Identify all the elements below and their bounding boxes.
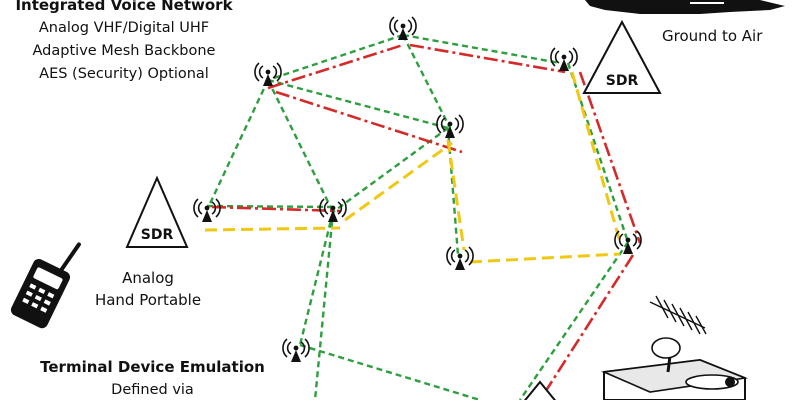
radio-node-icon — [193, 198, 221, 223]
network-header: Integrated Voice Network Analog VHF/Digi… — [4, 0, 244, 86]
link-red — [538, 254, 635, 400]
emulation-block: Terminal Device Emulation Defined via — [20, 356, 285, 400]
link-yellow — [446, 139, 466, 251]
radio-node-icon — [389, 16, 417, 41]
header-line: Analog VHF/Digital UHF — [38, 20, 210, 36]
link-yellow — [469, 252, 621, 264]
hand-portable-line: Analog — [122, 269, 174, 287]
radio-node-icon — [254, 62, 282, 87]
link-green — [519, 241, 629, 400]
handheld-radio-icon — [10, 242, 81, 329]
sdr-triangle-bottom — [523, 380, 557, 400]
header-line: Adaptive Mesh Backbone — [32, 43, 216, 59]
link-red — [211, 205, 341, 213]
link-red — [267, 43, 404, 90]
ground-to-air-label: Ground to Air — [662, 27, 763, 45]
radio-node-icon — [446, 246, 474, 271]
ground-station-icon — [601, 295, 749, 400]
sdr-label: SDR — [141, 227, 174, 243]
link-green — [298, 211, 335, 346]
yellow-links — [204, 71, 622, 264]
link-green — [401, 34, 452, 129]
link-green — [205, 79, 270, 211]
hand-portable-label: Analog Hand Portable — [78, 267, 218, 311]
header-line: AES (Security) Optional — [39, 66, 209, 82]
link-yellow — [570, 71, 622, 243]
link-red — [578, 71, 642, 244]
sdr-triangle-left — [125, 175, 189, 248]
link-red — [409, 43, 566, 74]
radio-node-icon — [550, 47, 578, 72]
link-green — [266, 79, 335, 213]
radio-node-icon — [436, 114, 464, 139]
link-green — [206, 204, 334, 209]
red-links — [211, 43, 642, 400]
link-green — [267, 78, 449, 130]
link-green — [299, 343, 481, 400]
link-green — [313, 211, 335, 400]
link-yellow — [344, 141, 453, 222]
aircraft-icon — [585, 0, 785, 14]
sdr-label: SDR — [606, 73, 639, 89]
hand-portable-line: Hand Portable — [94, 291, 202, 309]
green-links — [205, 33, 630, 400]
network-title: Integrated Voice Network — [15, 0, 233, 14]
emulation-title: Terminal Device Emulation — [40, 358, 265, 376]
link-yellow — [204, 226, 341, 232]
link-green — [402, 33, 561, 65]
emulation-subtitle: Defined via — [111, 382, 194, 398]
sdr-triangle-right — [582, 19, 662, 94]
radio-node-icon — [282, 338, 310, 363]
link-red — [275, 90, 463, 154]
link-green — [267, 33, 404, 82]
